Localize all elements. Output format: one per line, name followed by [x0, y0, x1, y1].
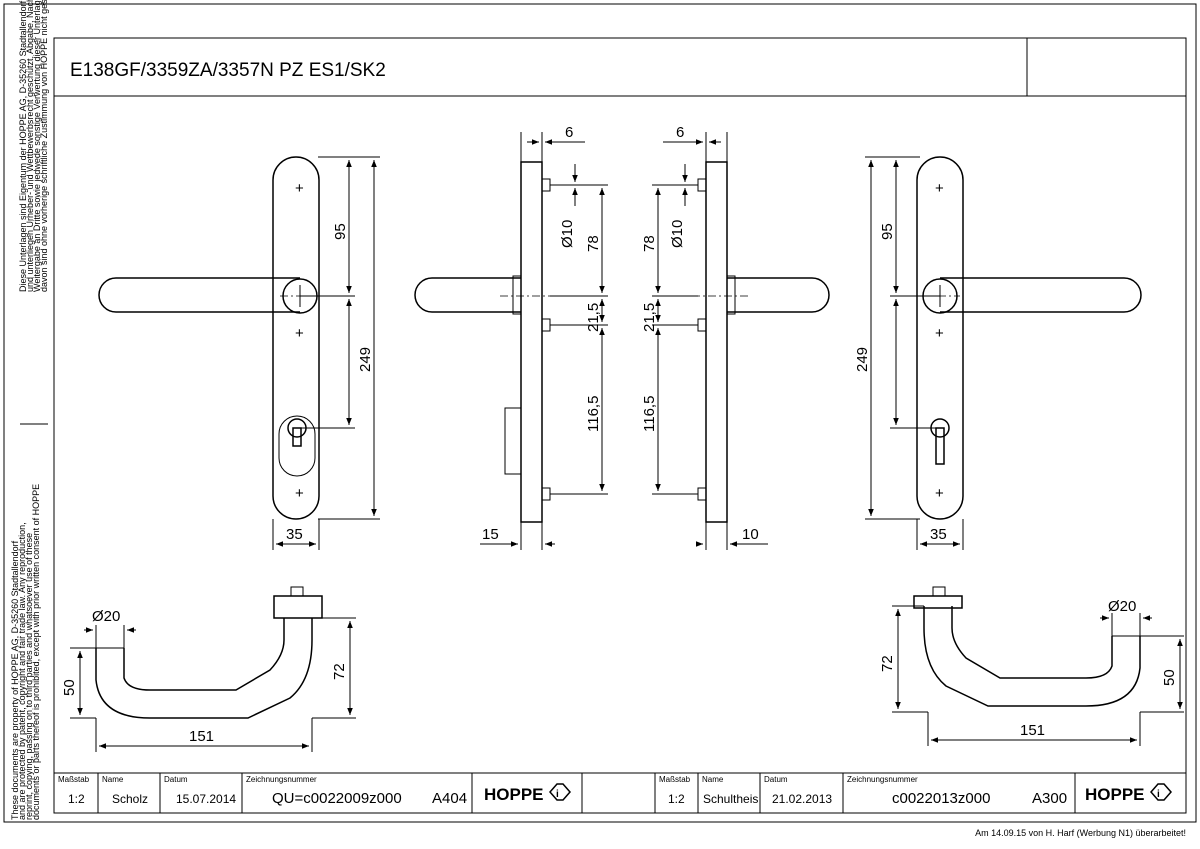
svg-text:documents or parts thereof is: documents or parts thereof is prohibited… — [31, 484, 41, 820]
svg-text:21,5: 21,5 — [641, 303, 658, 332]
name-value-left: Scholz — [112, 792, 148, 806]
svg-text:Ø10: Ø10 — [669, 220, 686, 248]
svg-text:50: 50 — [61, 679, 78, 696]
svg-text:Maßstab: Maßstab — [659, 775, 691, 784]
svg-text:Name: Name — [702, 775, 724, 784]
svg-text:Name: Name — [102, 775, 124, 784]
svg-text:Maßstab: Maßstab — [58, 775, 90, 784]
svg-text:Ø20: Ø20 — [92, 608, 120, 625]
date-value-left: 15.07.2014 — [176, 792, 236, 806]
svg-text:Datum: Datum — [764, 775, 788, 784]
svg-text:15: 15 — [482, 526, 499, 543]
svg-text:Diese Unterlagen sind Eigentum: Diese Unterlagen sind Eigentum der HOPPE… — [18, 0, 28, 292]
svg-text:21,5: 21,5 — [585, 303, 602, 332]
drawing-number-left: QU=c0022009z000 — [272, 790, 402, 807]
dim-249-right: 249 — [854, 347, 871, 372]
name-value-right: Schultheis — [703, 792, 758, 806]
svg-text:These documents are property o: These documents are property of HOPPE AG… — [10, 540, 20, 820]
lever-view-left: Ø20 50 72 151 — [61, 586, 356, 752]
svg-text:72: 72 — [879, 655, 896, 672]
svg-text:reprint, copying, passing on t: reprint, copying, passing on to third pa… — [24, 533, 34, 820]
svg-text:Ø10: Ø10 — [559, 220, 576, 248]
side-view-right: Ø10 78 21,5 116,5 6 10 — [641, 124, 830, 550]
copyright-en: These documents are property of HOPPE AG… — [10, 484, 41, 820]
revision-note: Am 14.09.15 von H. Harf (Werbung N1) übe… — [975, 828, 1186, 838]
side-view-left: Ø10 78 21,5 116,5 6 15 — [414, 124, 608, 550]
svg-text:+: + — [935, 180, 944, 197]
copyright-de: Diese Unterlagen sind Eigentum der HOPPE… — [18, 0, 49, 292]
front-view-right: + + + 95 249 35 — [854, 156, 1142, 550]
svg-text:72: 72 — [331, 663, 348, 680]
svg-text:Datum: Datum — [164, 775, 188, 784]
scale-value-left: 1:2 — [68, 792, 85, 806]
svg-text:78: 78 — [641, 235, 658, 252]
svg-text:+: + — [935, 325, 944, 342]
svg-text:50: 50 — [1161, 669, 1178, 686]
svg-text:Weitergabe an Dritte sowie jed: Weitergabe an Dritte sowie jedwede sonst… — [32, 0, 42, 292]
svg-text:Ø20: Ø20 — [1108, 598, 1136, 615]
dim-35-right: 35 — [930, 526, 947, 543]
svg-text:151: 151 — [1020, 722, 1045, 739]
front-view-left: + + + 95 249 35 — [98, 156, 380, 550]
scale-value-right: 1:2 — [668, 792, 685, 806]
drawing-title: E138GF/3359ZA/3357N PZ ES1/SK2 — [70, 60, 386, 81]
dim-95-right: 95 — [879, 223, 896, 240]
lever-view-right: Ø20 50 72 151 — [879, 586, 1184, 746]
dim-35-left: 35 — [286, 526, 303, 543]
svg-text:10: 10 — [742, 526, 759, 543]
hoppe-logo-left: HOPPE — [484, 785, 544, 804]
svg-text:+: + — [295, 485, 304, 502]
svg-text:davon sind ohne vorherige schr: davon sind ohne vorherige schriftliche Z… — [39, 0, 49, 292]
svg-text:+: + — [295, 180, 304, 197]
drawing-number-right: c0022013z000 — [892, 790, 990, 807]
svg-text:+: + — [295, 325, 304, 342]
svg-text:i: i — [1157, 789, 1160, 800]
svg-text:and are protected by patent, c: and are protected by patent, copyright a… — [17, 522, 27, 820]
date-value-right: 21.02.2013 — [772, 792, 832, 806]
titleblock-left: Maßstab Name Datum Zeichnungsnummer 1:2 … — [54, 772, 1186, 813]
svg-text:78: 78 — [585, 235, 602, 252]
svg-text:6: 6 — [565, 124, 573, 141]
hoppe-logo-right: HOPPE — [1085, 785, 1145, 804]
svg-text:116,5: 116,5 — [585, 396, 602, 432]
format-right: A300 — [1032, 790, 1067, 807]
svg-text:und unterliegen Urheber- und W: und unterliegen Urheber- und Wettbewerbs… — [25, 0, 35, 292]
svg-text:i: i — [556, 789, 559, 800]
svg-text:Zeichnungsnummer: Zeichnungsnummer — [246, 775, 317, 784]
svg-text:6: 6 — [676, 124, 684, 141]
drawing-frame — [53, 37, 1187, 814]
svg-text:Zeichnungsnummer: Zeichnungsnummer — [847, 775, 918, 784]
svg-text:151: 151 — [189, 728, 214, 745]
dim-249-left: 249 — [357, 347, 374, 372]
format-left: A404 — [432, 790, 467, 807]
svg-text:116,5: 116,5 — [641, 396, 658, 432]
dim-95-left: 95 — [332, 223, 349, 240]
svg-text:+: + — [935, 485, 944, 502]
outer-frame — [3, 3, 1197, 823]
titleblock-right: Maßstab Name Datum Zeichnungsnummer 1:2 … — [659, 773, 1172, 813]
